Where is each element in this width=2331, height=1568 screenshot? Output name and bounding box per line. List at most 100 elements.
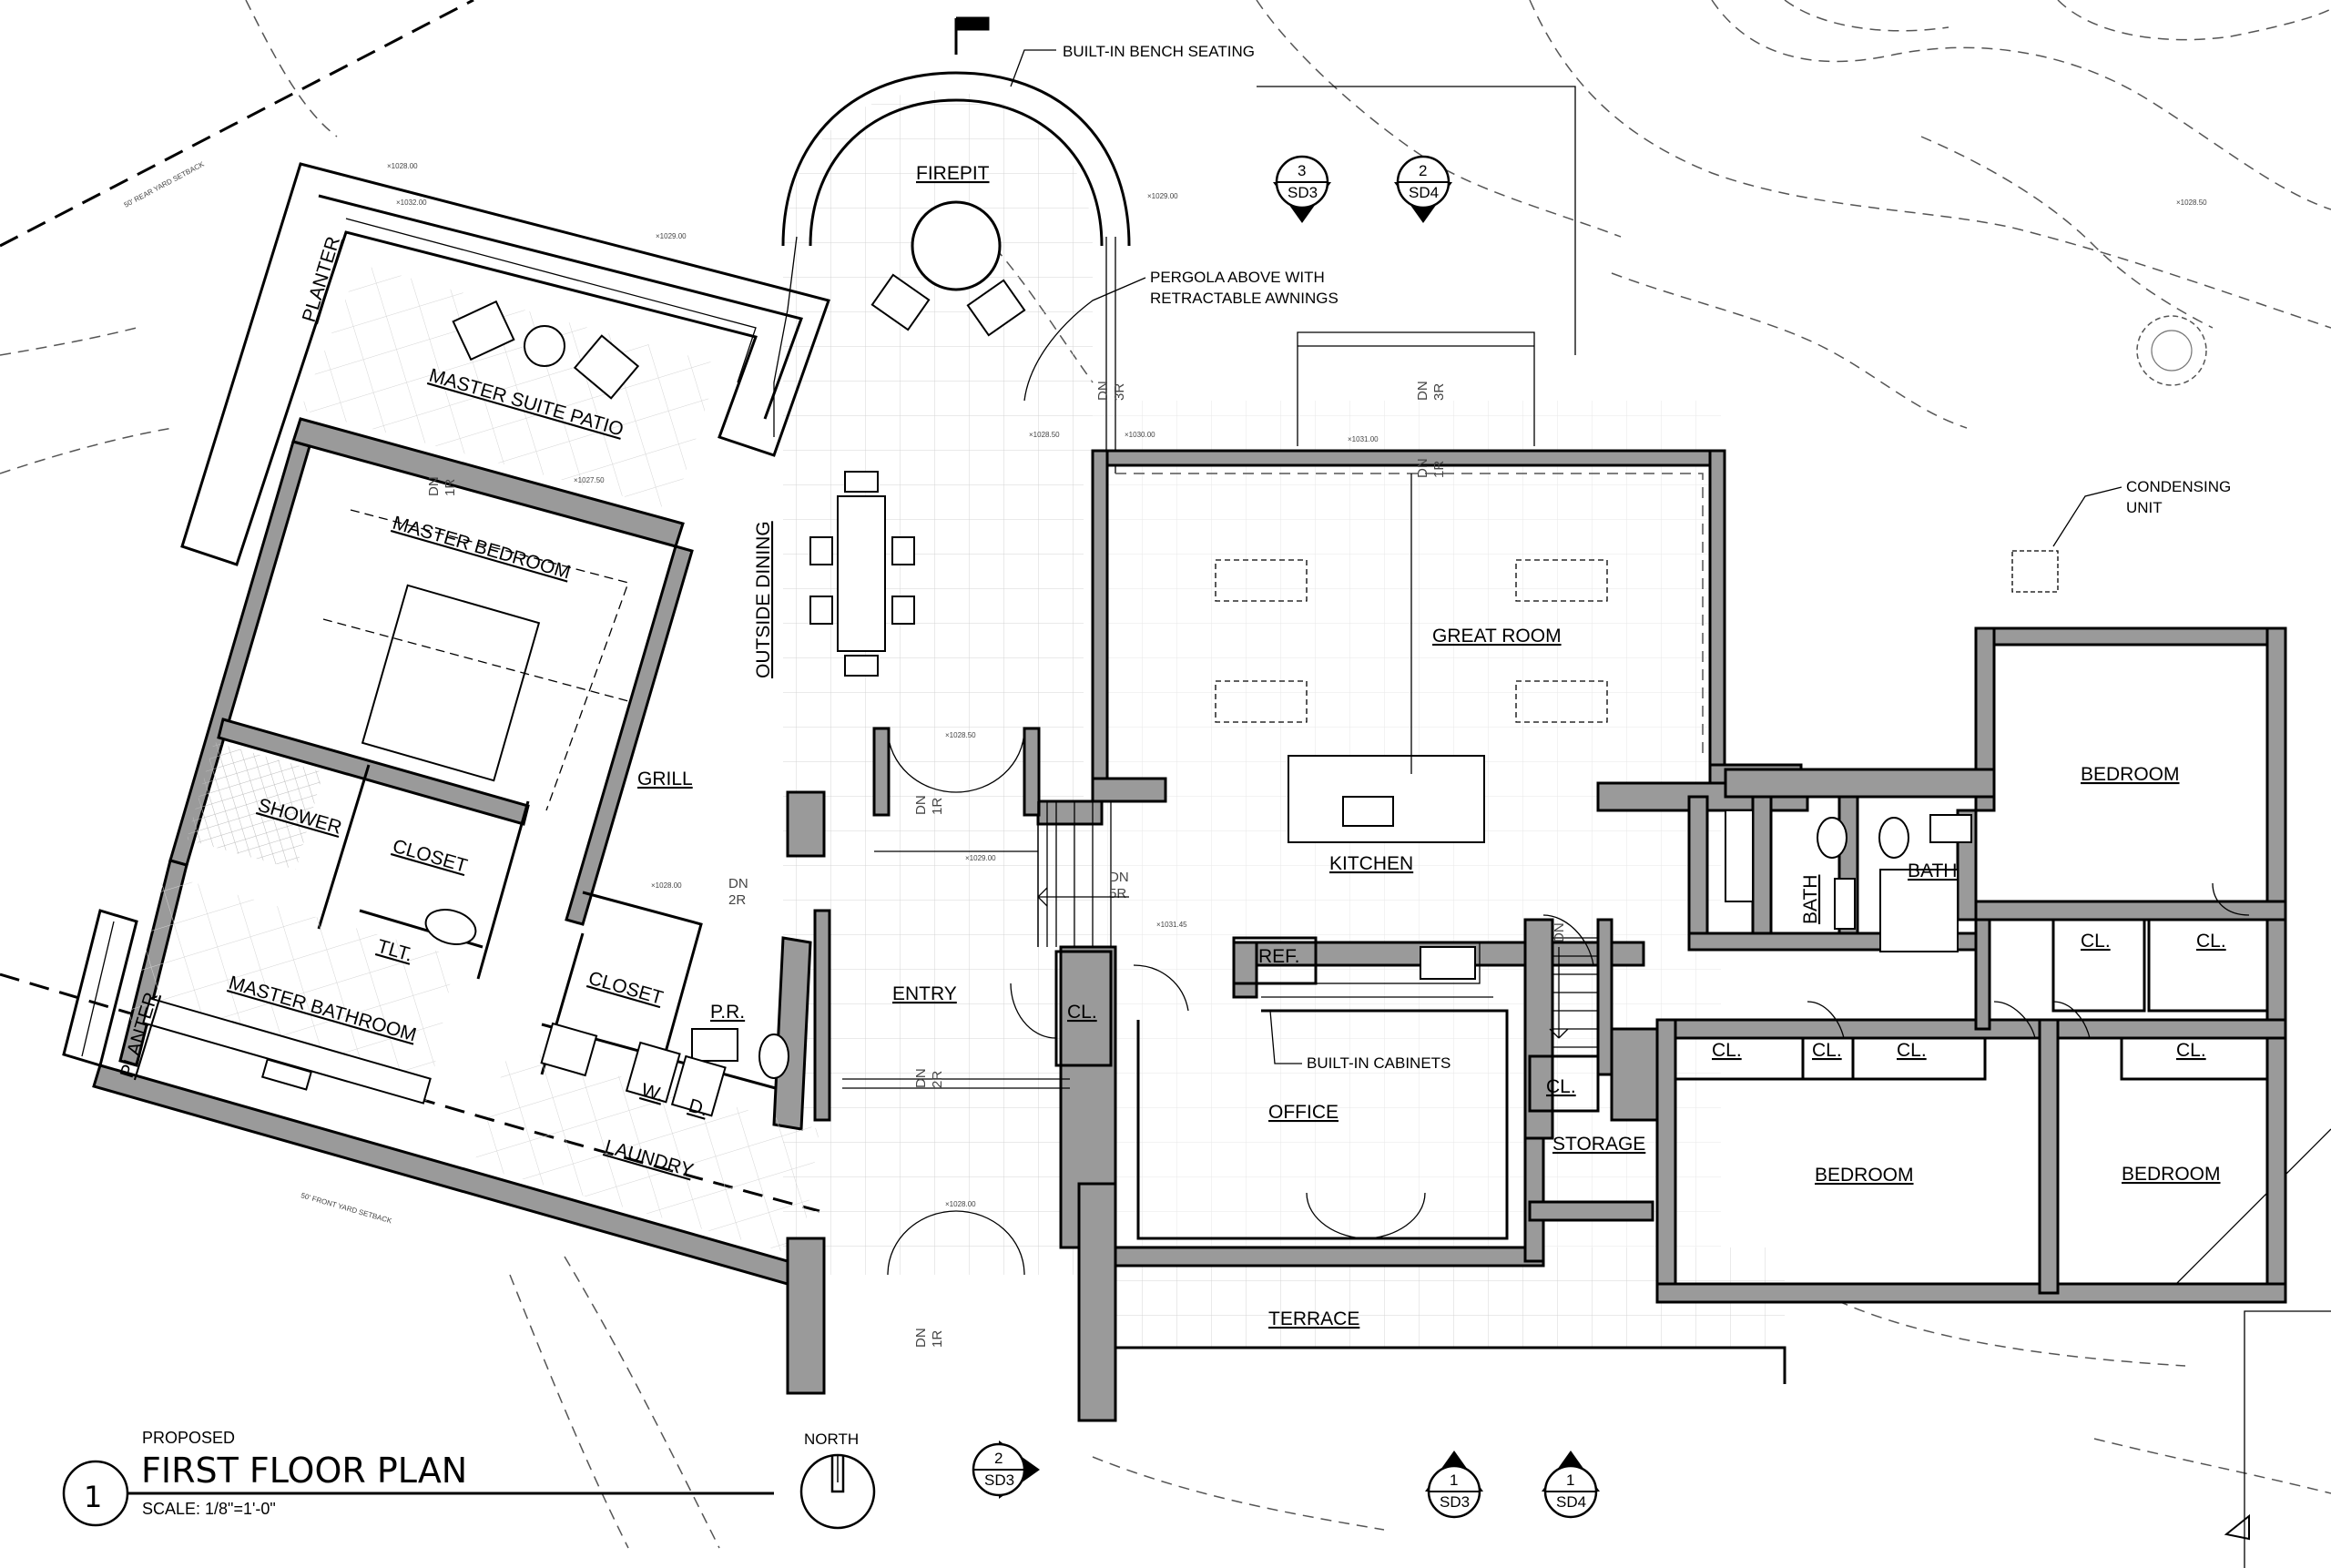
label-closet-entry: CL. — [1067, 1002, 1097, 1023]
label-planter-top: PLANTER — [299, 234, 344, 324]
laundry-tiles — [473, 1047, 819, 1257]
stair-marker-entry-top: DN 1R — [913, 795, 945, 815]
label-bedroom-2: BEDROOM — [1815, 1165, 1914, 1186]
note-bench-seating: BUILT-IN BENCH SEATING — [1063, 43, 1255, 60]
outside-dining-table — [809, 471, 915, 677]
stair-marker-entry-side: DN 5R — [1109, 870, 1129, 901]
terrace-edge — [1115, 1346, 1786, 1384]
label-cl-a: CL. — [2081, 931, 2111, 952]
label-cl-b: CL. — [2196, 931, 2226, 952]
label-closet-2: CLOSET — [586, 968, 666, 1009]
svg-text:DN: DN — [913, 1328, 929, 1348]
label-bedroom-3: BEDROOM — [2122, 1164, 2221, 1185]
svg-text:1R: 1R — [1431, 461, 1447, 478]
label-kitchen: KITCHEN — [1329, 853, 1413, 874]
sink-icon — [260, 1058, 313, 1091]
section-mark-2-sd3: 2 SD3 — [972, 1441, 1040, 1499]
svg-text:SD3: SD3 — [1440, 1493, 1470, 1511]
bath-sink-icon — [1929, 814, 1972, 843]
svg-text:3R: 3R — [1112, 383, 1127, 401]
svg-text:DN: DN — [913, 1068, 929, 1088]
svg-text:SD4: SD4 — [1409, 184, 1439, 201]
bath-shower-icon — [1879, 869, 1959, 952]
stair-marker-entry-mid: DN 2R — [913, 1068, 945, 1088]
patio-chair-left — [452, 300, 515, 361]
label-firepit: FIREPIT — [916, 163, 990, 184]
svg-text:1: 1 — [1450, 1471, 1458, 1489]
svg-text:3: 3 — [1298, 162, 1306, 179]
master-bed — [361, 584, 541, 782]
elevation-3: ×1029.00 — [656, 232, 687, 240]
north-arrow-icon: NORTH — [799, 1431, 876, 1530]
label-bedroom-1: BEDROOM — [2081, 764, 2180, 785]
washer-icon — [625, 1041, 681, 1104]
svg-text:DN: DN — [913, 795, 929, 815]
toilet-icon — [424, 909, 477, 945]
range-icon — [1420, 946, 1476, 980]
sink-laundry-icon — [540, 1022, 598, 1077]
title-prefix: PROPOSED — [142, 1429, 235, 1447]
bath-toilet-icon-2 — [1878, 817, 1909, 859]
tree-icon — [2136, 315, 2207, 386]
powder-room-toilet-icon — [758, 1033, 789, 1079]
stair-marker-entry-bottom: DN 1R — [913, 1328, 945, 1348]
elevation-13: ×1028.00 — [945, 1200, 976, 1208]
entry-stair — [1037, 801, 1112, 947]
label-cl-c: CL. — [1712, 1040, 1742, 1061]
kitchen-island — [1288, 755, 1485, 843]
kitchen-sink-icon — [1342, 796, 1394, 827]
svg-text:DN: DN — [728, 876, 748, 891]
label-bath-2: BATH — [1908, 860, 1957, 881]
firepit-chair-left — [870, 273, 931, 331]
label-closet-master: CLOSET — [391, 836, 470, 877]
north-label: NORTH — [804, 1431, 859, 1448]
patio-paving — [783, 91, 1093, 1293]
patio-chair-right — [573, 334, 640, 400]
svg-text:DN: DN — [426, 476, 442, 496]
title-main: FIRST FLOOR PLAN — [141, 1451, 467, 1491]
svg-text:2: 2 — [1419, 162, 1427, 179]
master-patio-paving — [300, 264, 719, 510]
drawing-number: 1 — [84, 1480, 102, 1514]
elevation-14: ×1028.50 — [2176, 199, 2207, 207]
condensing-unit — [2011, 550, 2059, 593]
label-cl-d: CL. — [1812, 1040, 1842, 1061]
elevation-12: ×1031.45 — [1156, 921, 1187, 929]
stair-marker-great-bottom: DN 1R — [1415, 458, 1447, 478]
elevation-11: ×1028.00 — [651, 881, 682, 890]
svg-text:2R: 2R — [930, 1071, 945, 1088]
section-markers: 3 SD3 2 SD4 2 SD3 1 SD3 1 — [972, 155, 1600, 1519]
elevation-10: ×1029.00 — [965, 854, 996, 862]
note-pergola-1: PERGOLA ABOVE WITH — [1150, 269, 1325, 286]
svg-text:SD3: SD3 — [984, 1471, 1014, 1489]
powder-room-sink-icon — [691, 1028, 738, 1062]
great-room-lights — [1215, 473, 1608, 774]
master-wing — [62, 162, 830, 1293]
label-terrace: TERRACE — [1268, 1308, 1359, 1329]
svg-text:1R: 1R — [443, 479, 458, 496]
leader-condensing — [2052, 486, 2122, 547]
note-pergola-2: RETRACTABLE AWNINGS — [1150, 290, 1339, 307]
stair-marker-storage: DN — [1552, 922, 1567, 942]
patio-table — [524, 325, 565, 367]
note-built-in-cabinets: BUILT-IN CABINETS — [1307, 1054, 1451, 1072]
section-mark-3-sd3: 3 SD3 — [1273, 155, 1331, 223]
svg-text:1: 1 — [1566, 1471, 1574, 1489]
svg-text:DN: DN — [1095, 381, 1111, 401]
stair-markers: DN 1R DN 3R DN 3R DN 1R DN 1R DN 2R DN 5… — [426, 381, 1569, 1348]
elevation-9: ×1028.50 — [945, 731, 976, 739]
elevation-2: ×1032.00 — [396, 199, 427, 207]
leader-bench-seating — [1010, 49, 1056, 87]
svg-text:SD3: SD3 — [1288, 184, 1318, 201]
office-walls — [1114, 936, 1645, 1268]
label-cl-e: CL. — [1897, 1040, 1927, 1061]
note-condensing-1: CONDENSING — [2126, 478, 2231, 495]
label-ref: REF. — [1258, 946, 1300, 967]
bathroom-tiles — [127, 874, 455, 1102]
stair-marker-hall: DN 2R — [728, 876, 748, 908]
svg-text:5R: 5R — [1109, 886, 1126, 901]
leader-pergola — [1023, 277, 1146, 402]
svg-text:1R: 1R — [930, 1330, 945, 1348]
elevation-6: ×1028.50 — [1029, 431, 1060, 439]
